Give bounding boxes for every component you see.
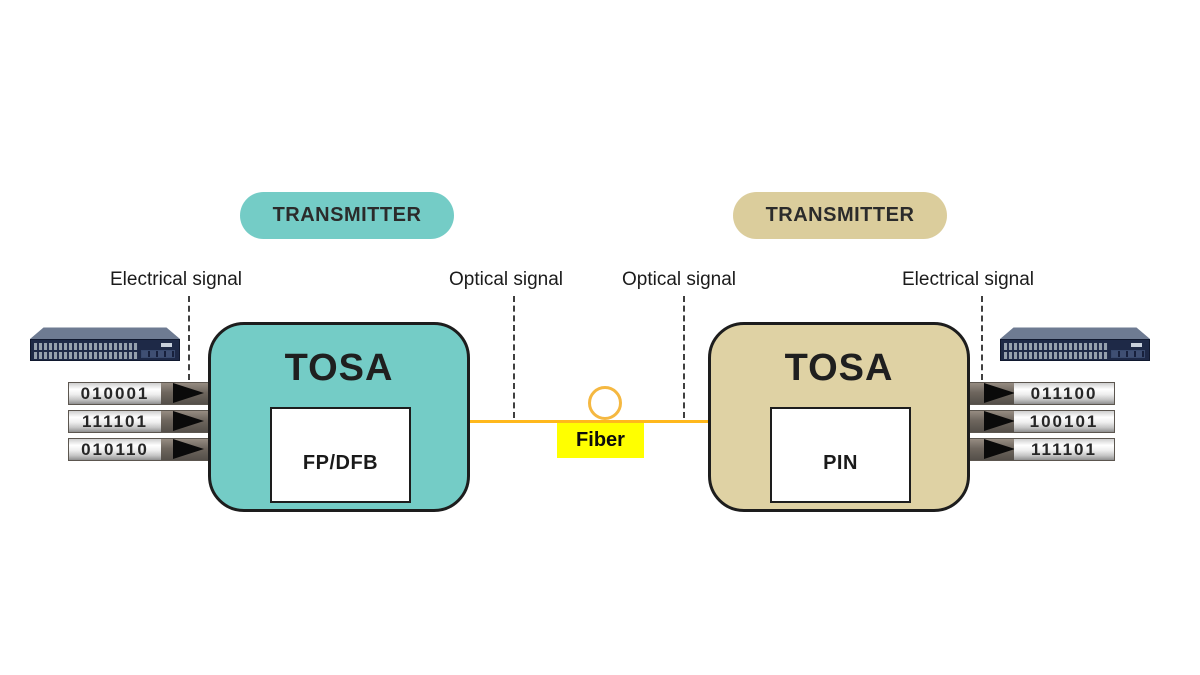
laser-component-box: FP/DFB: [270, 407, 411, 503]
fiber-loop-icon: [588, 386, 622, 420]
leader-line-right-optical: [683, 296, 685, 418]
electrical-signal-label-left: Electrical signal: [110, 269, 242, 290]
optical-signal-label-left: Optical signal: [448, 269, 564, 290]
switch-ports-row: [34, 343, 138, 350]
arrow-right-icon: [173, 439, 204, 459]
tosa-module-left: TOSA FP/DFB: [208, 322, 470, 512]
signal-bar: 011100: [968, 382, 1115, 405]
fiber-label: Fiber: [557, 423, 644, 458]
switch-logo: [1131, 343, 1142, 347]
signal-bits: 111101: [1031, 439, 1097, 459]
module-title: TOSA: [784, 347, 894, 389]
tosa-module-right: TOSA PIN: [708, 322, 970, 512]
switch-ports-row: [1004, 352, 1108, 359]
signal-bits: 010110: [81, 439, 149, 459]
electrical-signal-label-right: Electrical signal: [902, 269, 1034, 290]
arrow-right-icon: [984, 439, 1015, 459]
leader-line-right-electrical: [981, 296, 983, 380]
switch-ports-row: [1004, 343, 1108, 350]
network-switch-icon: [30, 325, 180, 363]
switch-front-panel: [1000, 339, 1150, 361]
switch-ports-row: [34, 352, 138, 359]
signal-bits: 111101: [82, 411, 148, 431]
arrow-right-icon: [984, 411, 1015, 431]
arrow-right-icon: [173, 383, 204, 403]
leader-line-left-optical: [513, 296, 515, 418]
arrow-right-icon: [984, 383, 1015, 403]
photodiode-component-box: PIN: [770, 407, 911, 503]
signal-bar: 111101: [968, 438, 1115, 461]
component-label: FP/DFB: [302, 451, 379, 474]
transmitter-badge-left: TRANSMITTER: [240, 192, 454, 239]
switch-logo: [161, 343, 172, 347]
leader-line-left-electrical: [188, 296, 190, 380]
switch-sfp-slots: [141, 350, 175, 358]
signal-bits: 010001: [80, 383, 150, 403]
signal-bits: 011100: [1030, 383, 1098, 403]
switch-top-panel: [30, 327, 180, 339]
network-switch-icon: [1000, 325, 1150, 363]
switch-sfp-slots: [1111, 350, 1145, 358]
fiber-line: [470, 420, 708, 423]
switch-front-panel: [30, 339, 180, 361]
signal-bits: 100101: [1029, 411, 1099, 431]
transmitter-badge-right: TRANSMITTER: [733, 192, 947, 239]
signal-bar: 010001: [68, 382, 210, 405]
arrow-right-icon: [173, 411, 204, 431]
component-label: PIN: [823, 451, 858, 474]
switch-top-panel: [1000, 327, 1150, 339]
optical-signal-label-right: Optical signal: [621, 269, 737, 290]
signal-bar: 111101: [68, 410, 210, 433]
module-title: TOSA: [284, 347, 394, 389]
signal-bar: 100101: [968, 410, 1115, 433]
signal-bar: 010110: [68, 438, 210, 461]
